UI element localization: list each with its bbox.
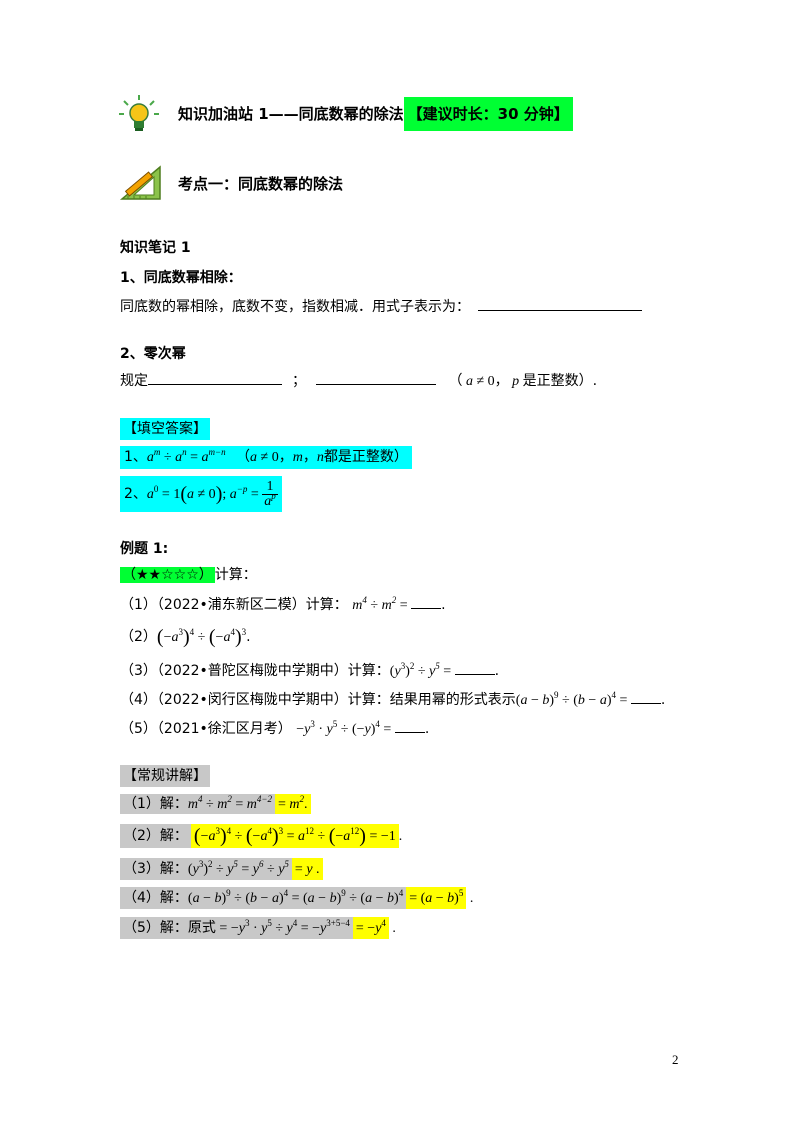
section-heading: 考点一：同底数幂的除法 [178,175,344,193]
title-text: 知识加油站 1——同底数幂的除法 [178,105,404,123]
solution-5: （5）解：原式 = −y3 · y5 ÷ y4 = −y3+5−4= −y4 . [120,917,396,940]
example-title: 例题 1: [120,541,169,557]
solution-1: （1）解：m4 ÷ m2 = m4−2= m2. [120,793,311,816]
lightbulb-icon [118,93,160,135]
answers-label: 【填空答案】 [120,418,210,440]
rule2-blank-1 [148,372,282,385]
rule1-text: 同底数的幂相除，底数不变，指数相减．用式子表示为： [120,296,643,318]
ruler-pencil-icon [118,163,164,203]
answer-1: 1、am ÷ an = am−n （a ≠ 0，m，n都是正整数） [120,446,412,469]
page-number: 2 [672,1052,679,1067]
solution-4: （4）解：(a − b)9 ÷ (b − a)4 = (a − b)9 ÷ (a… [120,887,473,910]
rule2-blank-2 [316,372,436,385]
solution-2: （2）解：(−a3)4 ÷ (−a4)3 = a12 ÷ (−a12) = −1… [120,824,402,848]
question-4: （4）（2022•闵行区梅陇中学期中）计算：结果用幂的形式表示(a − b)9 … [120,690,666,709]
question-2: （2）(−a3)4 ÷ (−a4)3. [120,626,251,648]
rule1-desc: 同底数的幂相除，底数不变，指数相减．用式子表示为： [120,299,470,315]
calc-label: 计算： [214,567,257,583]
solution-label: 【常规讲解】 [120,765,210,787]
example-intro: （★★☆☆☆）计算： [120,564,257,586]
rule1-title: 1、同底数幂相除： [120,270,242,286]
rule1-blank [478,298,643,311]
rule2-cond: （ a ≠ 0， p 是正整数）. [448,373,598,389]
difficulty-stars: （★★☆☆☆） [120,567,215,583]
page-title: 知识加油站 1——同底数幂的除法【建议时长：30 分钟】 [178,97,573,131]
solution-3: （3）解：(y3)2 ÷ y5 = y6 ÷ y5= y . [120,858,323,881]
question-1: （1）（2022•浦东新区二模）计算： m4 ÷ m2 = . [120,595,446,614]
question-3: （3）（2022•普陀区梅陇中学期中）计算：(y3)2 ÷ y5 = . [120,661,500,680]
notes-heading: 知识笔记 1 [120,240,191,256]
question-5: （5）（2021•徐汇区月考） −y3 · y5 ÷ (−y)4 = . [120,719,430,738]
rule2-prefix: 规定 [120,373,148,389]
suggest-time-badge: 【建议时长：30 分钟】 [403,97,573,131]
rule2-sep: ； [292,373,306,389]
rule2-text: 规定 ； （ a ≠ 0， p 是正整数）. [120,370,597,393]
rule2-title: 2、零次幂 [120,346,186,362]
